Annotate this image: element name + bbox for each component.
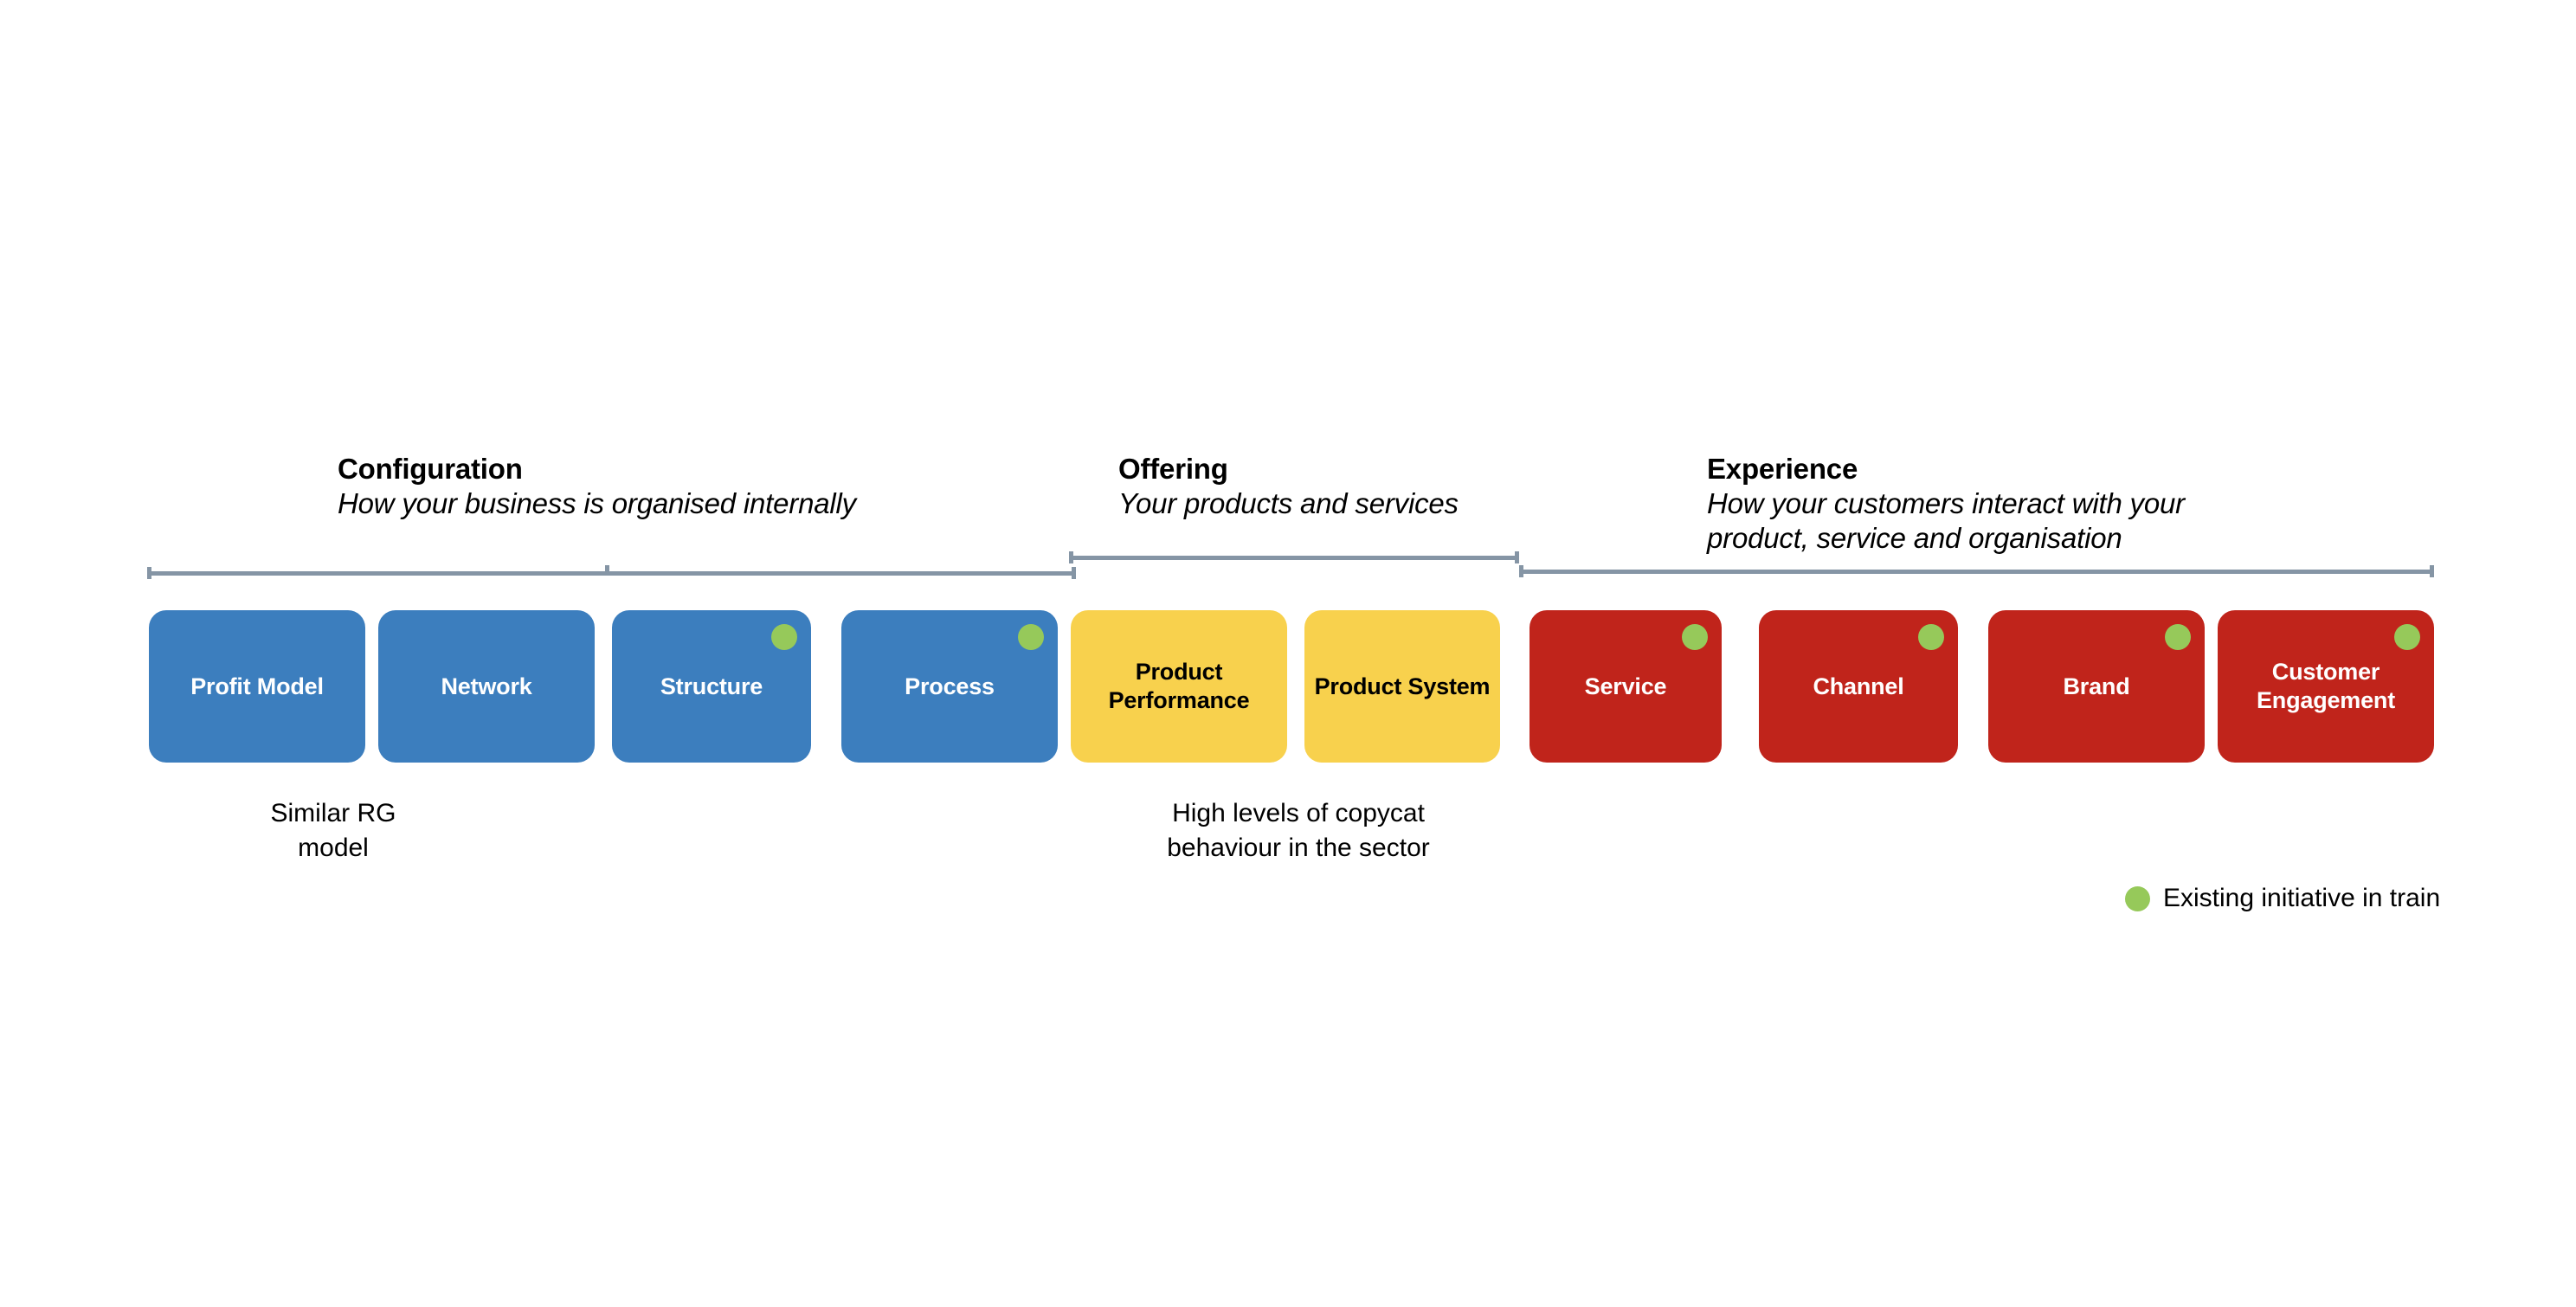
group-title-configuration: Configuration — [338, 453, 523, 485]
box-label: Service — [1584, 673, 1667, 699]
existing-initiative-dot-icon — [1018, 624, 1044, 650]
box-label: Channel — [1813, 673, 1904, 699]
existing-initiative-dot-icon — [2394, 624, 2420, 650]
box-label: Network — [441, 673, 532, 699]
box-label: Profit Model — [190, 673, 324, 699]
group-title-experience: Experience — [1707, 453, 1858, 485]
bracket-cap-right — [2430, 565, 2434, 577]
bracket-cap-left — [1069, 551, 1073, 563]
innovation-box-network[interactable]: Network — [378, 610, 595, 763]
group-title-offering: Offering — [1118, 453, 1228, 485]
box-label: Customer Engagement — [2256, 659, 2396, 713]
box-label: Product System — [1314, 673, 1491, 699]
innovation-box-structure[interactable]: Structure — [612, 610, 811, 763]
innovation-box-customer-engagement[interactable]: Customer Engagement — [2218, 610, 2434, 763]
group-heading-experience: Experience How your customers interact w… — [1707, 452, 2185, 556]
group-subtitle-offering: Your products and services — [1118, 487, 1459, 519]
bracket-cap-left — [1519, 565, 1523, 577]
group-heading-configuration: Configuration How your business is organ… — [338, 452, 856, 521]
annotation-offering: High levels of copycat behaviour in the … — [1167, 799, 1430, 862]
existing-initiative-dot-icon — [1918, 624, 1944, 650]
annotation-configuration: Similar RG model — [270, 799, 396, 862]
bracket-cap-left — [147, 567, 151, 579]
bracket-cap-right — [1515, 551, 1519, 563]
bracket-bar — [147, 571, 1076, 576]
box-label: Product Performance — [1108, 659, 1250, 713]
legend-label: Existing initiative in train — [2163, 884, 2441, 912]
existing-initiative-dot-icon — [1682, 624, 1708, 650]
box-label: Brand — [2063, 673, 2130, 699]
innovation-box-process[interactable]: Process — [841, 610, 1058, 763]
box-label: Structure — [660, 673, 763, 699]
innovation-box-product-system[interactable]: Product System — [1304, 610, 1500, 763]
box-label: Process — [905, 673, 995, 699]
innovation-box-profit-model[interactable]: Profit Model — [149, 610, 365, 763]
bracket-configuration — [147, 565, 1076, 579]
innovation-box-service[interactable]: Service — [1530, 610, 1722, 763]
bracket-experience — [1519, 565, 2434, 577]
bracket-mid-tick — [605, 565, 609, 571]
group-subtitle-configuration: How your business is organised internall… — [338, 487, 856, 519]
innovation-box-product-performance[interactable]: Product Performance — [1071, 610, 1287, 763]
group-heading-offering: Offering Your products and services — [1118, 452, 1459, 521]
existing-initiative-dot-icon — [2165, 624, 2191, 650]
innovation-box-brand[interactable]: Brand — [1988, 610, 2205, 763]
legend-dot-icon — [2125, 885, 2150, 911]
bracket-bar — [1069, 556, 1519, 560]
bracket-offering — [1069, 551, 1519, 563]
innovation-box-channel[interactable]: Channel — [1759, 610, 1958, 763]
bracket-cap-right — [1072, 567, 1076, 579]
bracket-bar — [1519, 570, 2434, 574]
legend: Existing initiative in train — [2125, 883, 2440, 914]
group-subtitle-experience: How your customers interact with your pr… — [1707, 487, 2185, 554]
existing-initiative-dot-icon — [771, 624, 797, 650]
